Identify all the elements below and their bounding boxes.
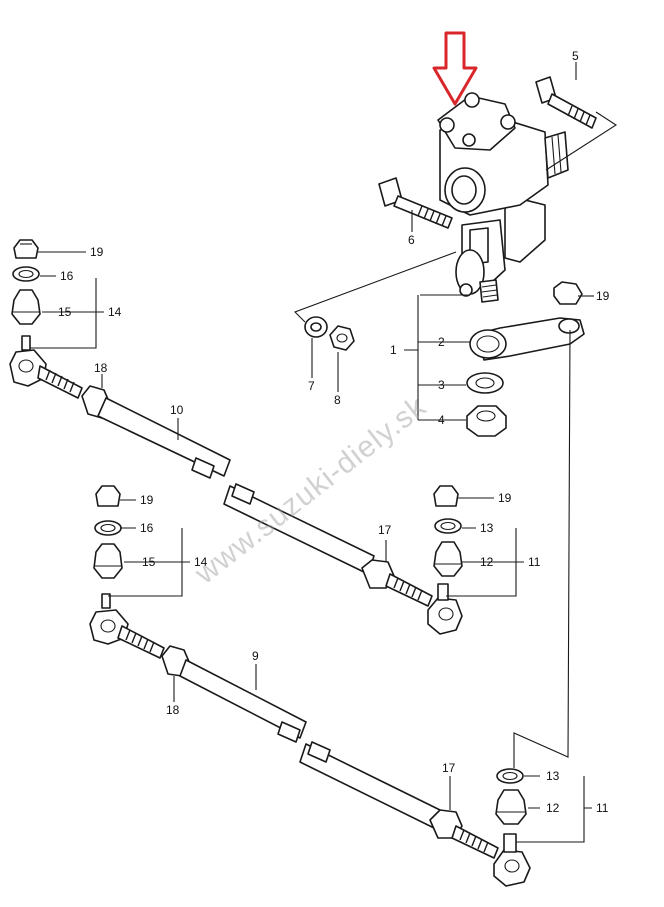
callout-14-left-top: 14 — [108, 305, 122, 319]
washer-13-right-lower — [496, 768, 524, 784]
callout-10: 10 — [170, 403, 184, 417]
pitman-arm-2 — [469, 317, 585, 361]
bolt-5 — [535, 76, 597, 129]
callout-1: 1 — [390, 343, 397, 357]
callout-15-left-mid: 15 — [142, 555, 156, 569]
callout-3: 3 — [438, 378, 445, 392]
tie-rod-10 — [97, 397, 375, 575]
callout-2: 2 — [438, 335, 445, 349]
callout-13-right-mid: 13 — [480, 521, 494, 535]
callout-18-upper: 18 — [94, 361, 108, 375]
callout-13-right-lower: 13 — [546, 769, 560, 783]
callout-16-left-top: 16 — [60, 269, 74, 283]
washer-13-right-mid — [434, 518, 462, 534]
tie-rod-end-left-lower — [89, 593, 165, 659]
cap-nut-19-right-top — [553, 281, 583, 305]
leader-lines — [30, 62, 618, 843]
cap-nut-19-right-mid — [433, 485, 459, 507]
callout-labels: 5 6 7 8 1 2 3 4 19 19 16 15 14 18 10 19 … — [58, 49, 610, 815]
callout-18-lower: 18 — [166, 703, 180, 717]
tie-rod-end-right-lower — [451, 825, 531, 887]
callout-19-right-top: 19 — [596, 289, 610, 303]
boot-12-right-lower — [495, 789, 527, 825]
bolt-6 — [378, 177, 453, 229]
steering-gear-box — [437, 92, 569, 303]
callout-17-lower: 17 — [442, 761, 456, 775]
callout-12-right-lower: 12 — [546, 801, 560, 815]
callout-19-right-mid: 19 — [498, 491, 512, 505]
callout-4: 4 — [438, 413, 445, 427]
boot-15-left-top — [11, 289, 41, 325]
washer-16-left-top — [12, 266, 40, 282]
callout-9: 9 — [252, 649, 259, 663]
tie-rod-9 — [179, 659, 441, 829]
nut-4 — [466, 405, 507, 437]
washer-16-left-mid — [94, 520, 122, 536]
callout-11-right-mid: 11 — [528, 555, 541, 569]
callout-6: 6 — [408, 233, 415, 247]
callout-8: 8 — [334, 393, 341, 407]
callout-16-left-mid: 16 — [140, 521, 154, 535]
cap-nut-19-left-top — [13, 239, 39, 259]
callout-15-left-top: 15 — [58, 305, 72, 319]
callout-17-upper: 17 — [378, 523, 392, 537]
nut-8 — [329, 325, 355, 351]
tie-rod-end-right-upper — [385, 573, 463, 635]
tie-rod-end-left-top — [9, 335, 83, 399]
washer-3 — [466, 372, 504, 394]
callout-5: 5 — [572, 49, 579, 63]
callout-14-left-mid: 14 — [194, 555, 208, 569]
washer-7 — [304, 316, 328, 338]
callout-12-right-mid: 12 — [480, 555, 494, 569]
boot-12-right-mid — [433, 541, 463, 577]
boot-15-left-mid — [93, 543, 123, 579]
callout-19-left-mid: 19 — [140, 493, 154, 507]
callout-19-left-top: 19 — [90, 245, 104, 259]
callout-11-right-lower: 11 — [596, 801, 609, 815]
callout-7: 7 — [308, 379, 315, 393]
watermark: www.suzuki-diely.sk — [188, 390, 433, 591]
cap-nut-19-left-mid — [95, 485, 121, 507]
highlight-arrow-icon — [432, 31, 478, 106]
